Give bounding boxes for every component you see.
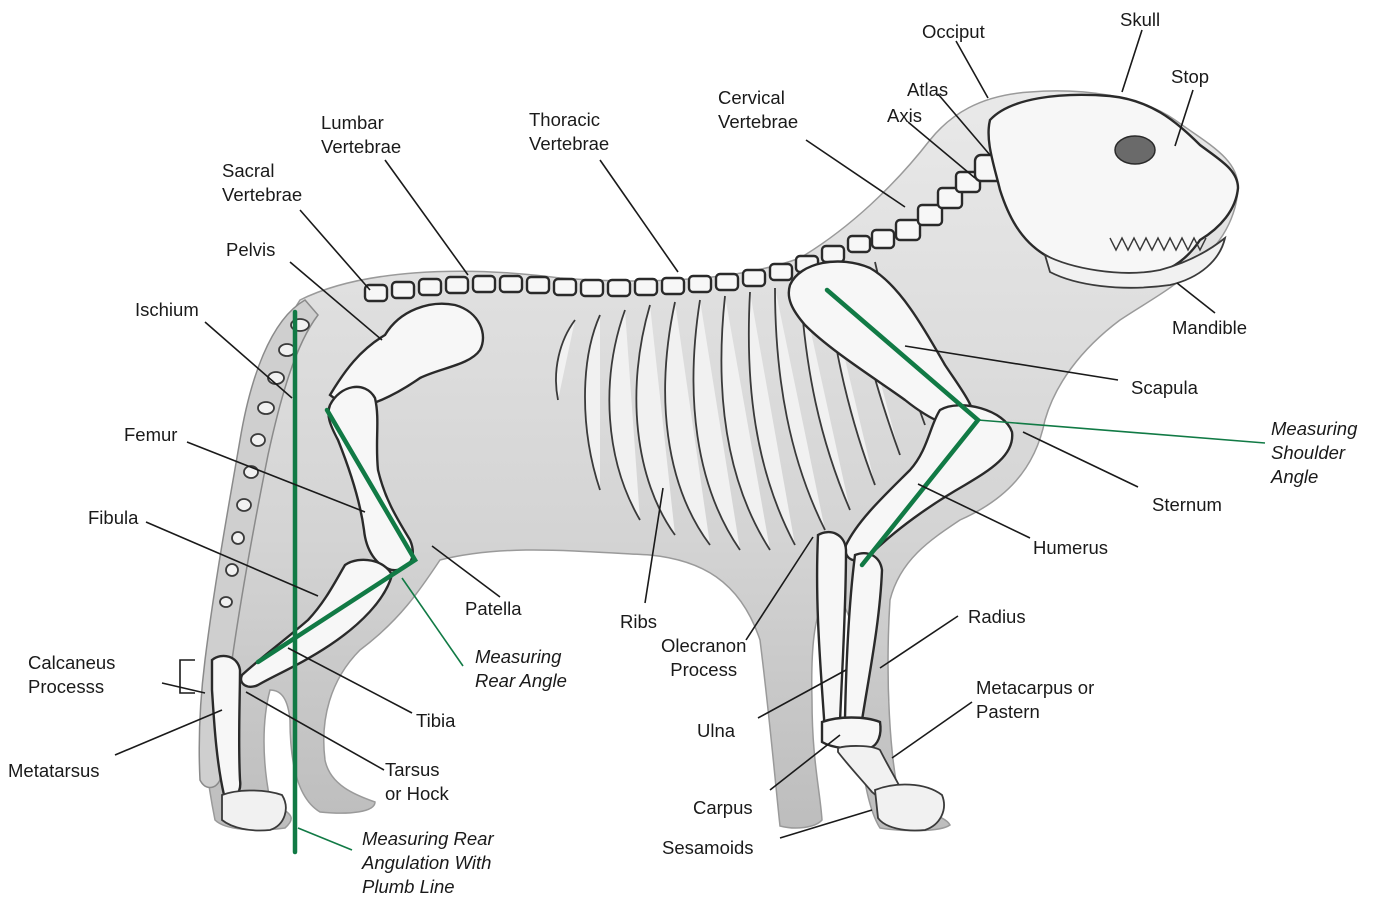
label-ischium: Ischium: [135, 298, 199, 322]
carpus-bone: [822, 718, 881, 749]
eye-socket: [1115, 136, 1155, 164]
label-sesamoids: Sesamoids: [662, 836, 754, 860]
label-tibia: Tibia: [416, 709, 455, 733]
label-stop: Stop: [1171, 65, 1209, 89]
label-ribs: Ribs: [620, 610, 657, 634]
label-ulna: Ulna: [697, 719, 735, 743]
label-mandible: Mandible: [1172, 316, 1247, 340]
front-paw: [875, 785, 944, 831]
label-carpus: Carpus: [693, 796, 753, 820]
label-sternum: Sternum: [1152, 493, 1222, 517]
label-patella: Patella: [465, 597, 522, 621]
label-skull: Skull: [1120, 8, 1160, 32]
ulna-bone: [817, 532, 846, 728]
label-femur: Femur: [124, 423, 177, 447]
leader-measuring-plumb: [298, 828, 352, 850]
label-humerus: Humerus: [1033, 536, 1108, 560]
label-radius: Radius: [968, 605, 1026, 629]
leader-measuring-rear-angle: [402, 578, 463, 666]
label-fibula: Fibula: [88, 506, 138, 530]
label-atlas: Atlas: [907, 78, 948, 102]
label-axis: Axis: [887, 104, 922, 128]
label-occiput: Occiput: [922, 20, 985, 44]
label-scapula: Scapula: [1131, 376, 1198, 400]
label-metatarsus: Metatarsus: [8, 759, 100, 783]
label-pelvis: Pelvis: [226, 238, 275, 262]
rear-paw: [222, 790, 286, 830]
